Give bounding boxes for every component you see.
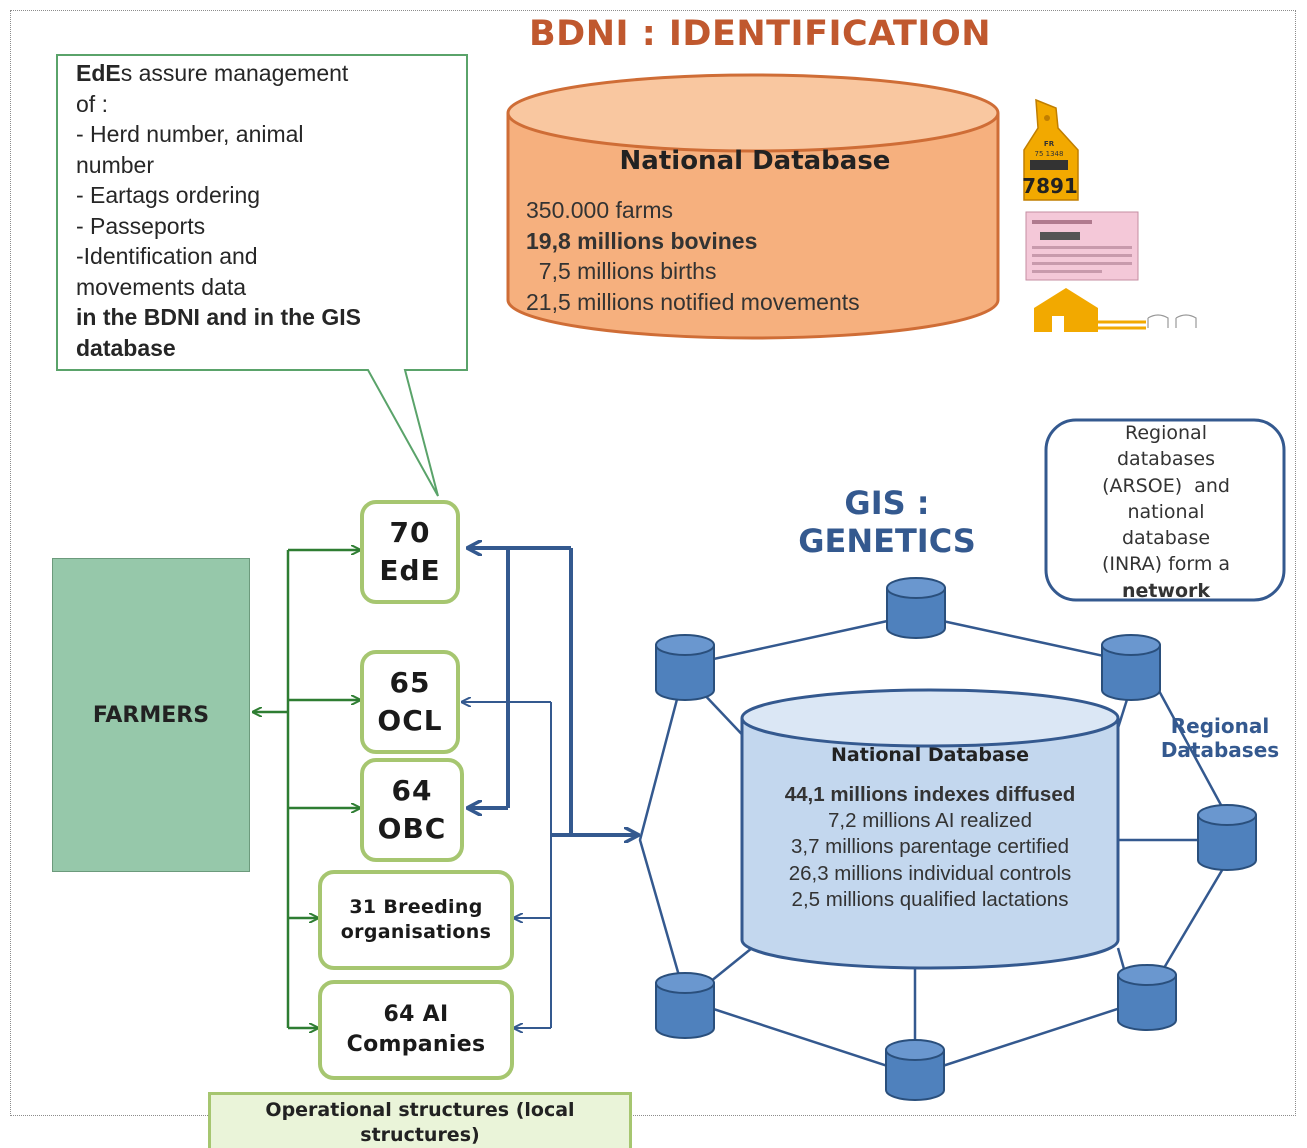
ai-line2: Companies — [346, 1032, 486, 1057]
regional-databases-label: Regional Databases — [1140, 714, 1300, 762]
regional-db-bottom — [885, 1039, 945, 1101]
eartag-small-2: 75 1348 — [1035, 150, 1064, 158]
note-line: (INRA) form a — [1101, 553, 1231, 576]
ede-name: EdE — [379, 554, 441, 587]
gis-database-stats: 44,1 millions indexes diffused 7,2 milli… — [740, 782, 1120, 913]
gis-connectors — [462, 548, 638, 1028]
callout-line: movements data — [76, 273, 247, 300]
note-line: database — [1121, 527, 1211, 550]
stat-line: 21,5 millions notified movements — [526, 288, 860, 315]
regional-note: Regional databases (ARSOE) and national … — [1048, 420, 1284, 604]
callout-box — [56, 54, 468, 497]
note-line: databases — [1117, 448, 1215, 471]
bdni-title: BDNI : IDENTIFICATION — [528, 14, 991, 54]
ede-box: 70 EdE — [360, 500, 460, 604]
breeding-organisations-box: 31 Breeding organisations — [318, 870, 514, 970]
callout-normal: s assure management — [120, 60, 349, 86]
obc-name: OBC — [377, 812, 447, 845]
regional-label-line1: Regional — [1170, 714, 1270, 738]
ede-count: 70 — [389, 516, 431, 549]
gis-national-database-cylinder — [740, 688, 1120, 970]
db-stat-line: 44,1 millions indexes diffused — [784, 783, 1076, 806]
regional-db-top-right — [1101, 634, 1161, 701]
callout-line: - Passeports — [76, 212, 206, 239]
regional-note-box — [1044, 418, 1286, 602]
callout-line: - Herd number, animal — [76, 121, 304, 147]
obc-box: 64 OBC — [360, 758, 464, 862]
note-line: network — [1121, 579, 1211, 602]
note-line: national — [1127, 500, 1205, 523]
national-database-stats: 350.000 farms 19,8 millions bovines 7,5 … — [526, 195, 986, 317]
note-line: Regional — [1125, 422, 1207, 444]
ocl-name: OCL — [377, 704, 443, 737]
callout-line: in the BDNI and in the GIS — [76, 304, 361, 330]
eartag-small: FR — [1044, 140, 1055, 148]
callout-line: -Identification and — [76, 243, 258, 269]
stat-line: 7,5 millions births — [526, 258, 717, 284]
db-stat-line: 2,5 millions qualified lactations — [791, 887, 1069, 911]
stat-line: 19,8 millions bovines — [526, 227, 758, 254]
ai-line1: 64 AI — [383, 1002, 449, 1027]
gis-title-line1: GIS : — [844, 484, 930, 522]
obc-count: 64 — [391, 774, 433, 807]
db-stat-line: 7,2 millions AI realized — [828, 809, 1032, 833]
callout-line: EdEs assure management — [76, 58, 456, 89]
farm-icon — [1034, 288, 1197, 332]
callout-bold: EdE — [76, 60, 121, 86]
eartag-icon: FR 75 1348 7891 — [1022, 98, 1079, 201]
passport-icon — [1025, 211, 1139, 281]
gis-database-title: National Database — [831, 744, 1029, 766]
ocl-box: 65 OCL — [360, 650, 460, 754]
callout-line: of : — [76, 90, 108, 117]
callout-line: number — [76, 151, 154, 178]
farmers-label: FARMERS — [92, 702, 210, 728]
national-database-cylinder — [506, 73, 1000, 340]
regional-db-top — [886, 577, 946, 639]
gis-title: GIS : GENETICS — [742, 484, 1032, 560]
breeding-line1: 31 Breeding — [349, 896, 483, 918]
gis-title-line2: GENETICS — [798, 522, 976, 560]
regional-label-line2: Databases — [1160, 738, 1280, 762]
operational-line1: Operational structures (local — [265, 1099, 575, 1121]
regional-db-bottom-left — [655, 972, 715, 1039]
note-line: (ARSOE) and — [1102, 474, 1230, 497]
regional-db-bottom-right — [1117, 964, 1177, 1031]
ede-callout-text: EdEs assure management of : - Herd numbe… — [76, 58, 456, 363]
db-stat-line: 26,3 millions individual controls — [788, 861, 1072, 885]
diagram-frame — [10, 10, 1296, 1116]
operational-structures-label: Operational structures (local structures… — [208, 1092, 632, 1148]
ocl-count: 65 — [389, 666, 431, 699]
stat-line: 350.000 farms — [526, 197, 674, 223]
national-database-title: National Database — [619, 146, 891, 176]
regional-db-right — [1197, 804, 1257, 871]
callout-line: database — [76, 334, 176, 361]
farmer-connectors — [253, 550, 360, 1028]
eartag-number: 7891 — [1022, 174, 1078, 198]
breeding-line2: organisations — [340, 921, 492, 943]
ai-companies-box: 64 AI Companies — [318, 980, 514, 1080]
operational-line2: structures) — [360, 1124, 480, 1146]
db-stat-line: 3,7 millions parentage certified — [790, 835, 1070, 859]
callout-line: - Eartags ordering — [76, 182, 261, 208]
farmers-box: FARMERS — [52, 558, 250, 872]
regional-db-top-left — [655, 634, 715, 701]
